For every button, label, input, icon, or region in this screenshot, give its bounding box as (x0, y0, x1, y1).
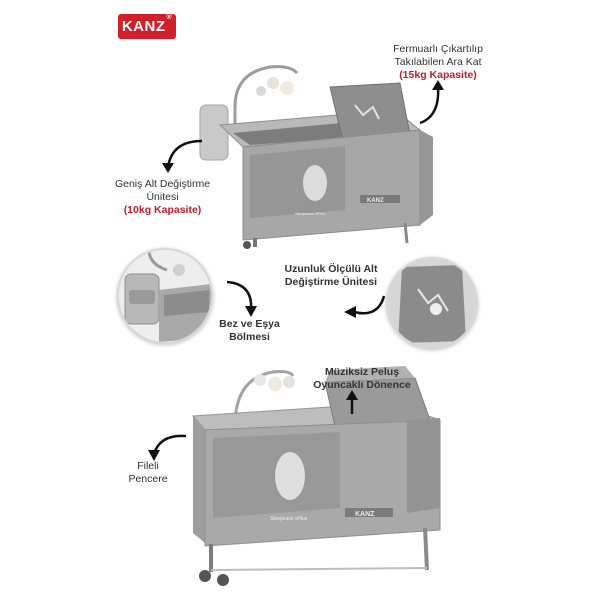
plush-toy (283, 376, 295, 388)
plush-toy (267, 77, 279, 89)
changing-unit-detail (386, 257, 478, 349)
crib-model-label: Sleepease xPlus (295, 211, 325, 216)
crib-brand-label: KANZ (355, 511, 375, 518)
wheel (243, 241, 251, 249)
brand-logo-text: KANZ (121, 18, 166, 35)
wheel (199, 570, 211, 582)
wheel (217, 574, 229, 586)
plush-toy (268, 377, 282, 391)
top-crib-illustration: KANZ Sleepease xPlus (199, 65, 433, 249)
arrow-left-curve-icon (344, 295, 386, 318)
caption-mobile: Müziksiz Peluş Oyuncaklı Dönence (313, 366, 411, 391)
plush-toy (256, 86, 266, 96)
caption-measured-changing-unit: Uzunluk Ölçülü Alt Değiştirme Ünitesi (284, 263, 378, 288)
mobile-arm (233, 370, 295, 427)
mesh-window (250, 146, 345, 218)
storage-pocket-illustration (119, 250, 211, 342)
arrow-curve-icon (162, 139, 203, 173)
plush-toy (254, 374, 266, 386)
arrow-up-small-icon (346, 390, 358, 414)
caption-mesh-window: Fileli Pencere (128, 460, 168, 485)
crib-model-label: Sleepease xPlus (270, 516, 308, 522)
caption-storage: Bez ve Eşya Bölmesi (219, 318, 280, 343)
crib-brand-label: KANZ (367, 198, 384, 204)
storage-pocket-detail (117, 248, 213, 344)
changing-unit-illustration (388, 259, 476, 347)
arrow-left-icon (148, 434, 187, 461)
caption-zipper-layer: Fermuarlı Çıkartılıp Takılabilen Ara Kat… (393, 43, 483, 81)
arrow-down-icon (226, 280, 257, 317)
plush-toy (280, 81, 294, 95)
registered-mark: ® (166, 14, 173, 21)
arrow-up-icon (419, 80, 444, 125)
caption-wide-changing-unit: Geniş Alt Değiştirme Ünitesi (10kg Kapas… (114, 178, 211, 216)
brand-logo: KANZ® (118, 14, 176, 39)
side-pocket (407, 418, 440, 513)
mobile-arm (233, 65, 299, 108)
bottom-crib-illustration: KANZ Sleepease xPlus (191, 366, 441, 586)
